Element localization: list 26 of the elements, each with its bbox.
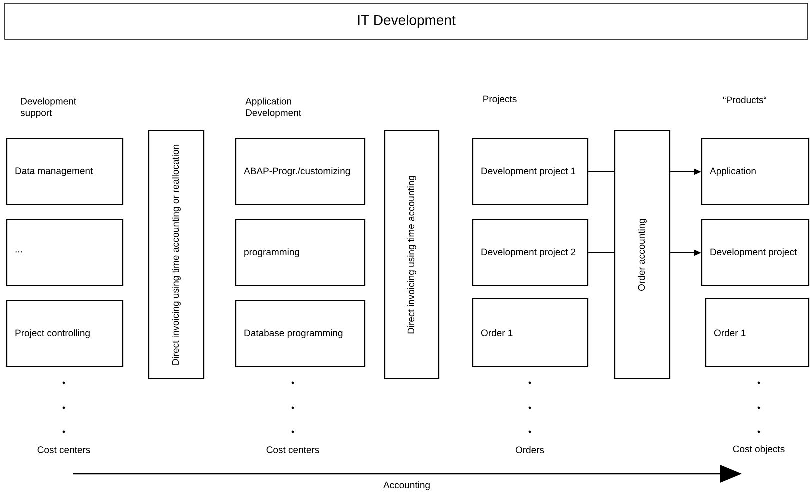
accounting-bar: Order accounting bbox=[614, 130, 671, 380]
column-heading: Development support bbox=[20, 98, 76, 118]
process-box: ABAP-Progr./customizing bbox=[235, 138, 366, 206]
process-box: Database programming bbox=[235, 300, 366, 368]
process-box: ... bbox=[6, 219, 124, 287]
column-footer: Orders bbox=[516, 446, 544, 454]
column-heading: Projects bbox=[484, 96, 517, 104]
process-box: Order 1 bbox=[705, 298, 810, 368]
title-box: IT Development bbox=[4, 3, 808, 40]
column-footer: Cost objects bbox=[733, 446, 785, 454]
accounting-bar: Direct invoicing using time accounting bbox=[384, 130, 440, 380]
process-box: Development project bbox=[701, 219, 810, 287]
column-heading: “Products“ bbox=[723, 96, 767, 104]
column-heading: Application Development bbox=[246, 98, 302, 118]
process-box: Data management bbox=[6, 138, 124, 206]
process-box: Order 1 bbox=[472, 298, 589, 368]
accounting-bar: Direct invoicing using time accounting or reallocation bbox=[148, 130, 205, 380]
column-footer: Cost centers bbox=[266, 446, 320, 454]
column-footer: Cost centers bbox=[38, 446, 90, 454]
process-box: Development project 1 bbox=[472, 138, 589, 206]
connector-line bbox=[588, 252, 615, 254]
process-box: Project controlling bbox=[6, 300, 124, 368]
axis-label: Accounting bbox=[384, 482, 430, 490]
process-box: Application bbox=[701, 138, 810, 206]
process-box: Development project 2 bbox=[472, 219, 589, 287]
process-box: programming bbox=[235, 219, 366, 287]
